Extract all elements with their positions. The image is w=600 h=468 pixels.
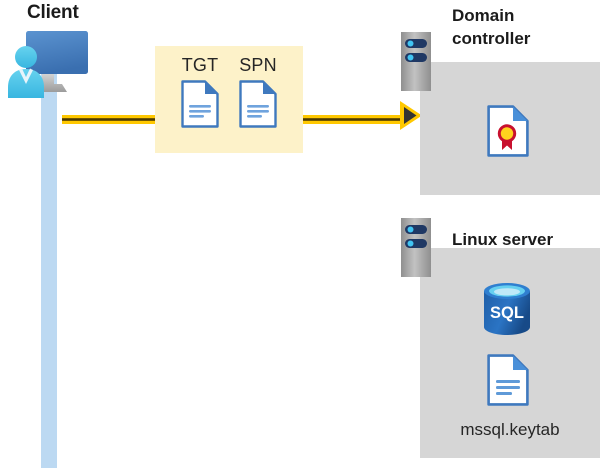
keytab-filename: mssql.keytab: [460, 420, 560, 439]
token-tgt: TGT: [169, 54, 231, 128]
svg-text:SQL: SQL: [490, 304, 524, 322]
user-workstation-icon: [6, 26, 92, 98]
token-spn-label: SPN: [239, 55, 277, 75]
linux-server-title: Linux server: [452, 230, 554, 249]
server-rack-icon: [401, 218, 431, 277]
document-icon: [181, 80, 219, 128]
sql-database-icon: SQL: [481, 282, 533, 336]
token-spn: SPN: [227, 54, 289, 128]
linux-server-panel: [420, 248, 600, 458]
token-tgt-label: TGT: [181, 55, 219, 75]
kerberos-ticket-box: TGT SPN: [155, 46, 303, 153]
server-rack-icon: [401, 32, 431, 91]
certificate-icon: [487, 105, 529, 157]
domain-controller-title: Domain controller: [452, 6, 531, 48]
client-label: Client: [27, 2, 79, 23]
client-lifeline: [41, 62, 57, 468]
keytab-document-icon: [487, 354, 529, 406]
document-icon: [239, 80, 277, 128]
request-arrow-head: [400, 101, 422, 130]
